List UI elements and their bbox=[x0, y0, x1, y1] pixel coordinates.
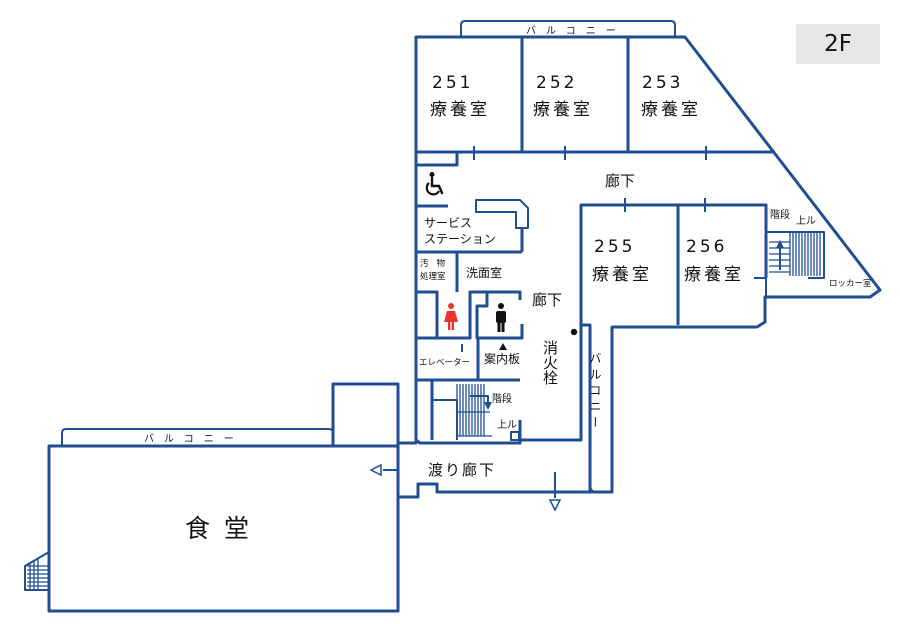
dining-hall-label: 食堂 bbox=[185, 514, 263, 543]
balcony-top-rail bbox=[460, 20, 676, 37]
male-restroom-icon bbox=[496, 303, 506, 332]
room-252: 252 療養室 bbox=[533, 73, 593, 120]
floor-label: 2F bbox=[796, 24, 880, 64]
up-right-label: 上ル bbox=[796, 215, 816, 227]
room-number: 256 bbox=[686, 237, 727, 257]
room-number: 252 bbox=[536, 73, 577, 93]
room-number: 251 bbox=[432, 73, 473, 93]
corridor-mid-label: 廊下 bbox=[532, 291, 562, 309]
walkway-label: 渡り廊下 bbox=[428, 461, 496, 479]
balcony-top-label: バルコニー bbox=[526, 25, 626, 37]
locker-room-label: ロッカー室 bbox=[829, 278, 872, 289]
soiled-room-label-2: 処理室 bbox=[420, 271, 446, 282]
stairs-left-steps bbox=[456, 384, 492, 437]
stairs-right-steps bbox=[769, 232, 821, 276]
dining-hall-outline bbox=[47, 444, 400, 613]
corridor-top-label: 廊下 bbox=[605, 172, 635, 190]
room-253: 253 療養室 bbox=[641, 73, 701, 120]
up-left-label: 上ル bbox=[497, 419, 517, 431]
info-board-label: 案内板 bbox=[484, 351, 520, 366]
elevator-label: エレベーター bbox=[419, 358, 470, 368]
balcony-dining-label: バルコニー bbox=[144, 433, 244, 445]
room-256: 256 療養室 bbox=[684, 237, 744, 285]
walls bbox=[24, 20, 882, 613]
room-name: 療養室 bbox=[533, 100, 593, 120]
fire-hydrant-label: 消火栓 bbox=[541, 340, 559, 385]
room-number: 253 bbox=[642, 73, 683, 93]
soiled-room-label-1: 汚物 bbox=[420, 258, 453, 269]
balcony-vertical-label: バルコニー bbox=[588, 352, 602, 432]
fire-hydrant-marker bbox=[570, 328, 578, 336]
room-name: 療養室 bbox=[641, 100, 701, 120]
washroom-label: 洗面室 bbox=[466, 265, 502, 280]
room-name: 療養室 bbox=[430, 100, 490, 120]
service-station-label-1: サービス bbox=[424, 216, 472, 230]
room-name: 療養室 bbox=[684, 265, 744, 285]
female-restroom-icon bbox=[444, 303, 458, 330]
room-name: 療養室 bbox=[592, 265, 652, 285]
service-station-label-2: ステーション bbox=[424, 232, 496, 246]
wheelchair-icon bbox=[425, 172, 444, 196]
room-251: 251 療養室 bbox=[430, 73, 490, 120]
stairs-left-label: 階段 bbox=[492, 392, 512, 405]
info-board-arrow-icon bbox=[499, 343, 507, 350]
stairs-right-label: 階段 bbox=[770, 208, 790, 221]
room-255: 255 療養室 bbox=[592, 237, 652, 285]
room-number: 255 bbox=[594, 237, 635, 257]
